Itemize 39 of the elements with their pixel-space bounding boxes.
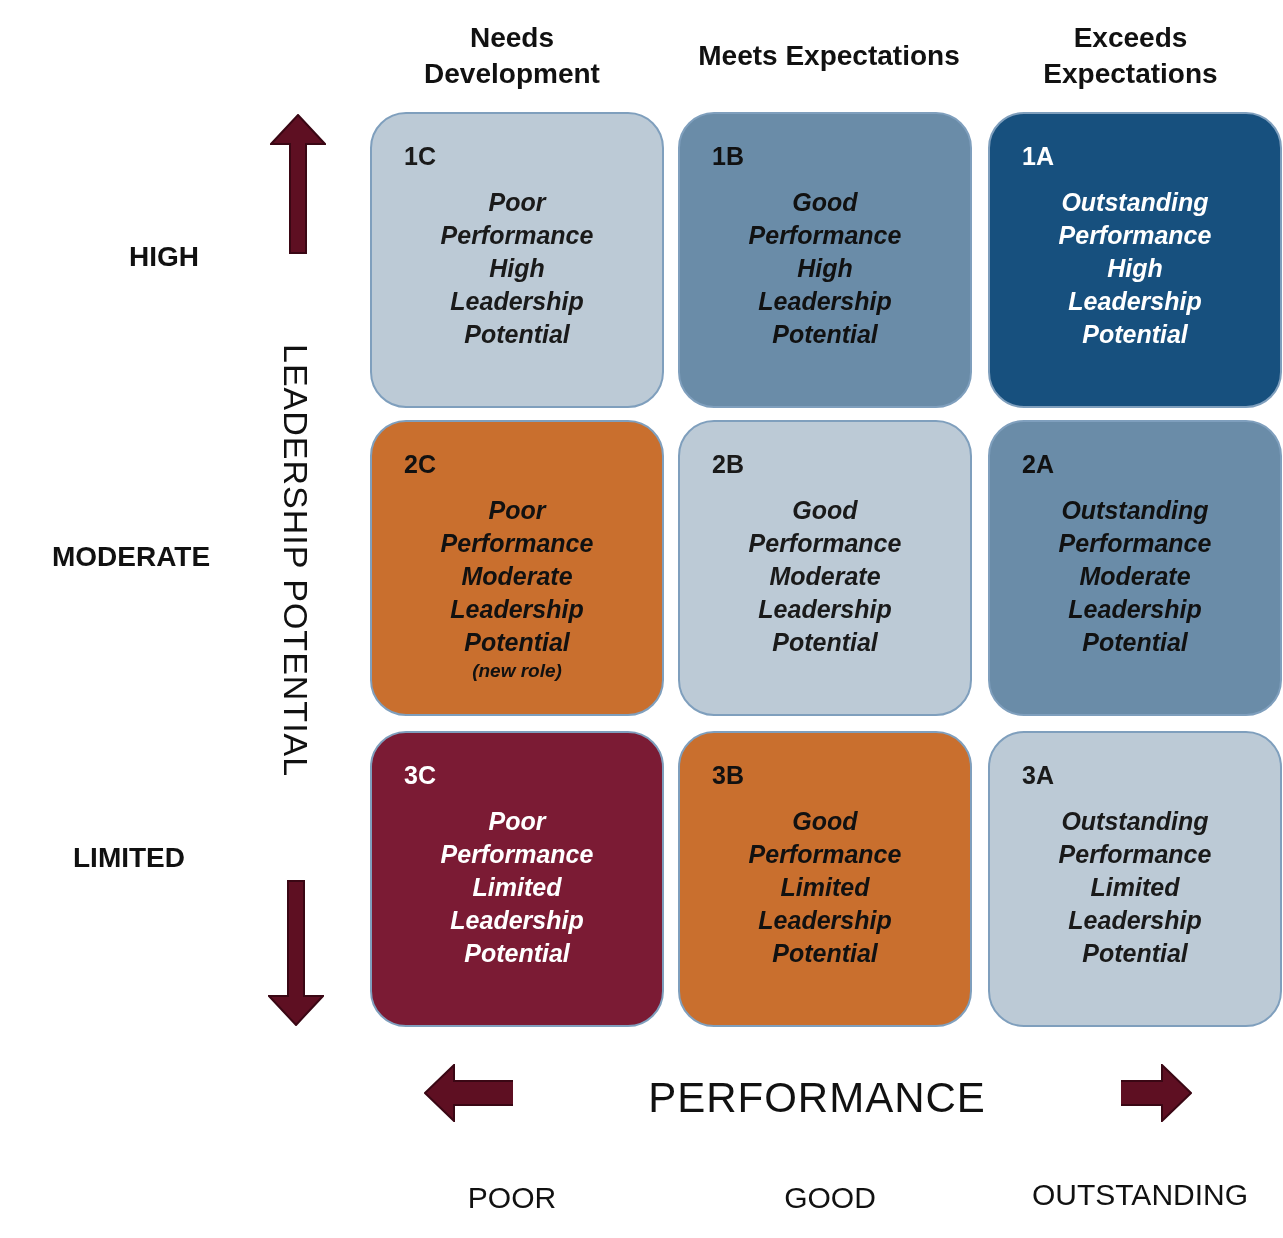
- cell-note: (new role): [472, 658, 562, 683]
- cell-code: 3C: [404, 760, 436, 791]
- cell-code: 1C: [404, 141, 436, 172]
- grid-cell: [370, 112, 664, 408]
- cell-description: Poor Performance Moderate Leadership Potential: [439, 494, 595, 658]
- axis-value-label: GOOD: [784, 1179, 876, 1216]
- cell-description: Poor Performance High Leadership Potential: [439, 186, 595, 350]
- row-label: HIGH: [129, 240, 199, 274]
- grid-cell: [988, 731, 1282, 1027]
- cell-description: Poor Performance Limited Leadership Potential: [439, 805, 595, 969]
- column-header: Needs Development: [423, 21, 601, 91]
- cell-description: Good Performance Moderate Leadership Potential: [747, 494, 903, 658]
- cell-code: 3A: [1022, 760, 1054, 791]
- axis-title: PERFORMANCE: [648, 1072, 986, 1123]
- grid-cell: [988, 420, 1282, 716]
- cell-code: 3B: [712, 760, 744, 791]
- grid-cell: [678, 420, 972, 716]
- cell-code: 2A: [1022, 449, 1054, 480]
- cell-code: 1A: [1022, 141, 1054, 172]
- cell-description: Good Performance High Leadership Potential: [747, 186, 903, 350]
- grid-cell: [678, 731, 972, 1027]
- grid-cell: [678, 112, 972, 408]
- grid-cell: [370, 420, 664, 716]
- row-label: LIMITED: [73, 841, 185, 875]
- column-header: Meets Expectations: [698, 39, 960, 73]
- cell-code: 2C: [404, 449, 436, 480]
- cell-description: Outstanding Performance Limited Leadership Potential: [1057, 805, 1213, 969]
- cell-description: Good Performance Limited Leadership Potential: [747, 805, 903, 969]
- cell-description: Outstanding Performance High Leadership Potential: [1057, 186, 1213, 350]
- cell-description: Outstanding Performance Moderate Leadership Potential: [1057, 494, 1213, 658]
- axis-title: LEADERSHIP POTENTIAL: [275, 344, 316, 778]
- grid-cell: [988, 112, 1282, 408]
- row-label: MODERATE: [51, 540, 211, 574]
- axis-value-label: OUTSTANDING: [1031, 1176, 1249, 1213]
- axis-value-label: POOR: [467, 1179, 557, 1216]
- cell-code: 2B: [712, 449, 744, 480]
- cell-code: 1B: [712, 141, 744, 172]
- column-header: Exceeds Expectations: [1042, 21, 1219, 91]
- grid-cell: [370, 731, 664, 1027]
